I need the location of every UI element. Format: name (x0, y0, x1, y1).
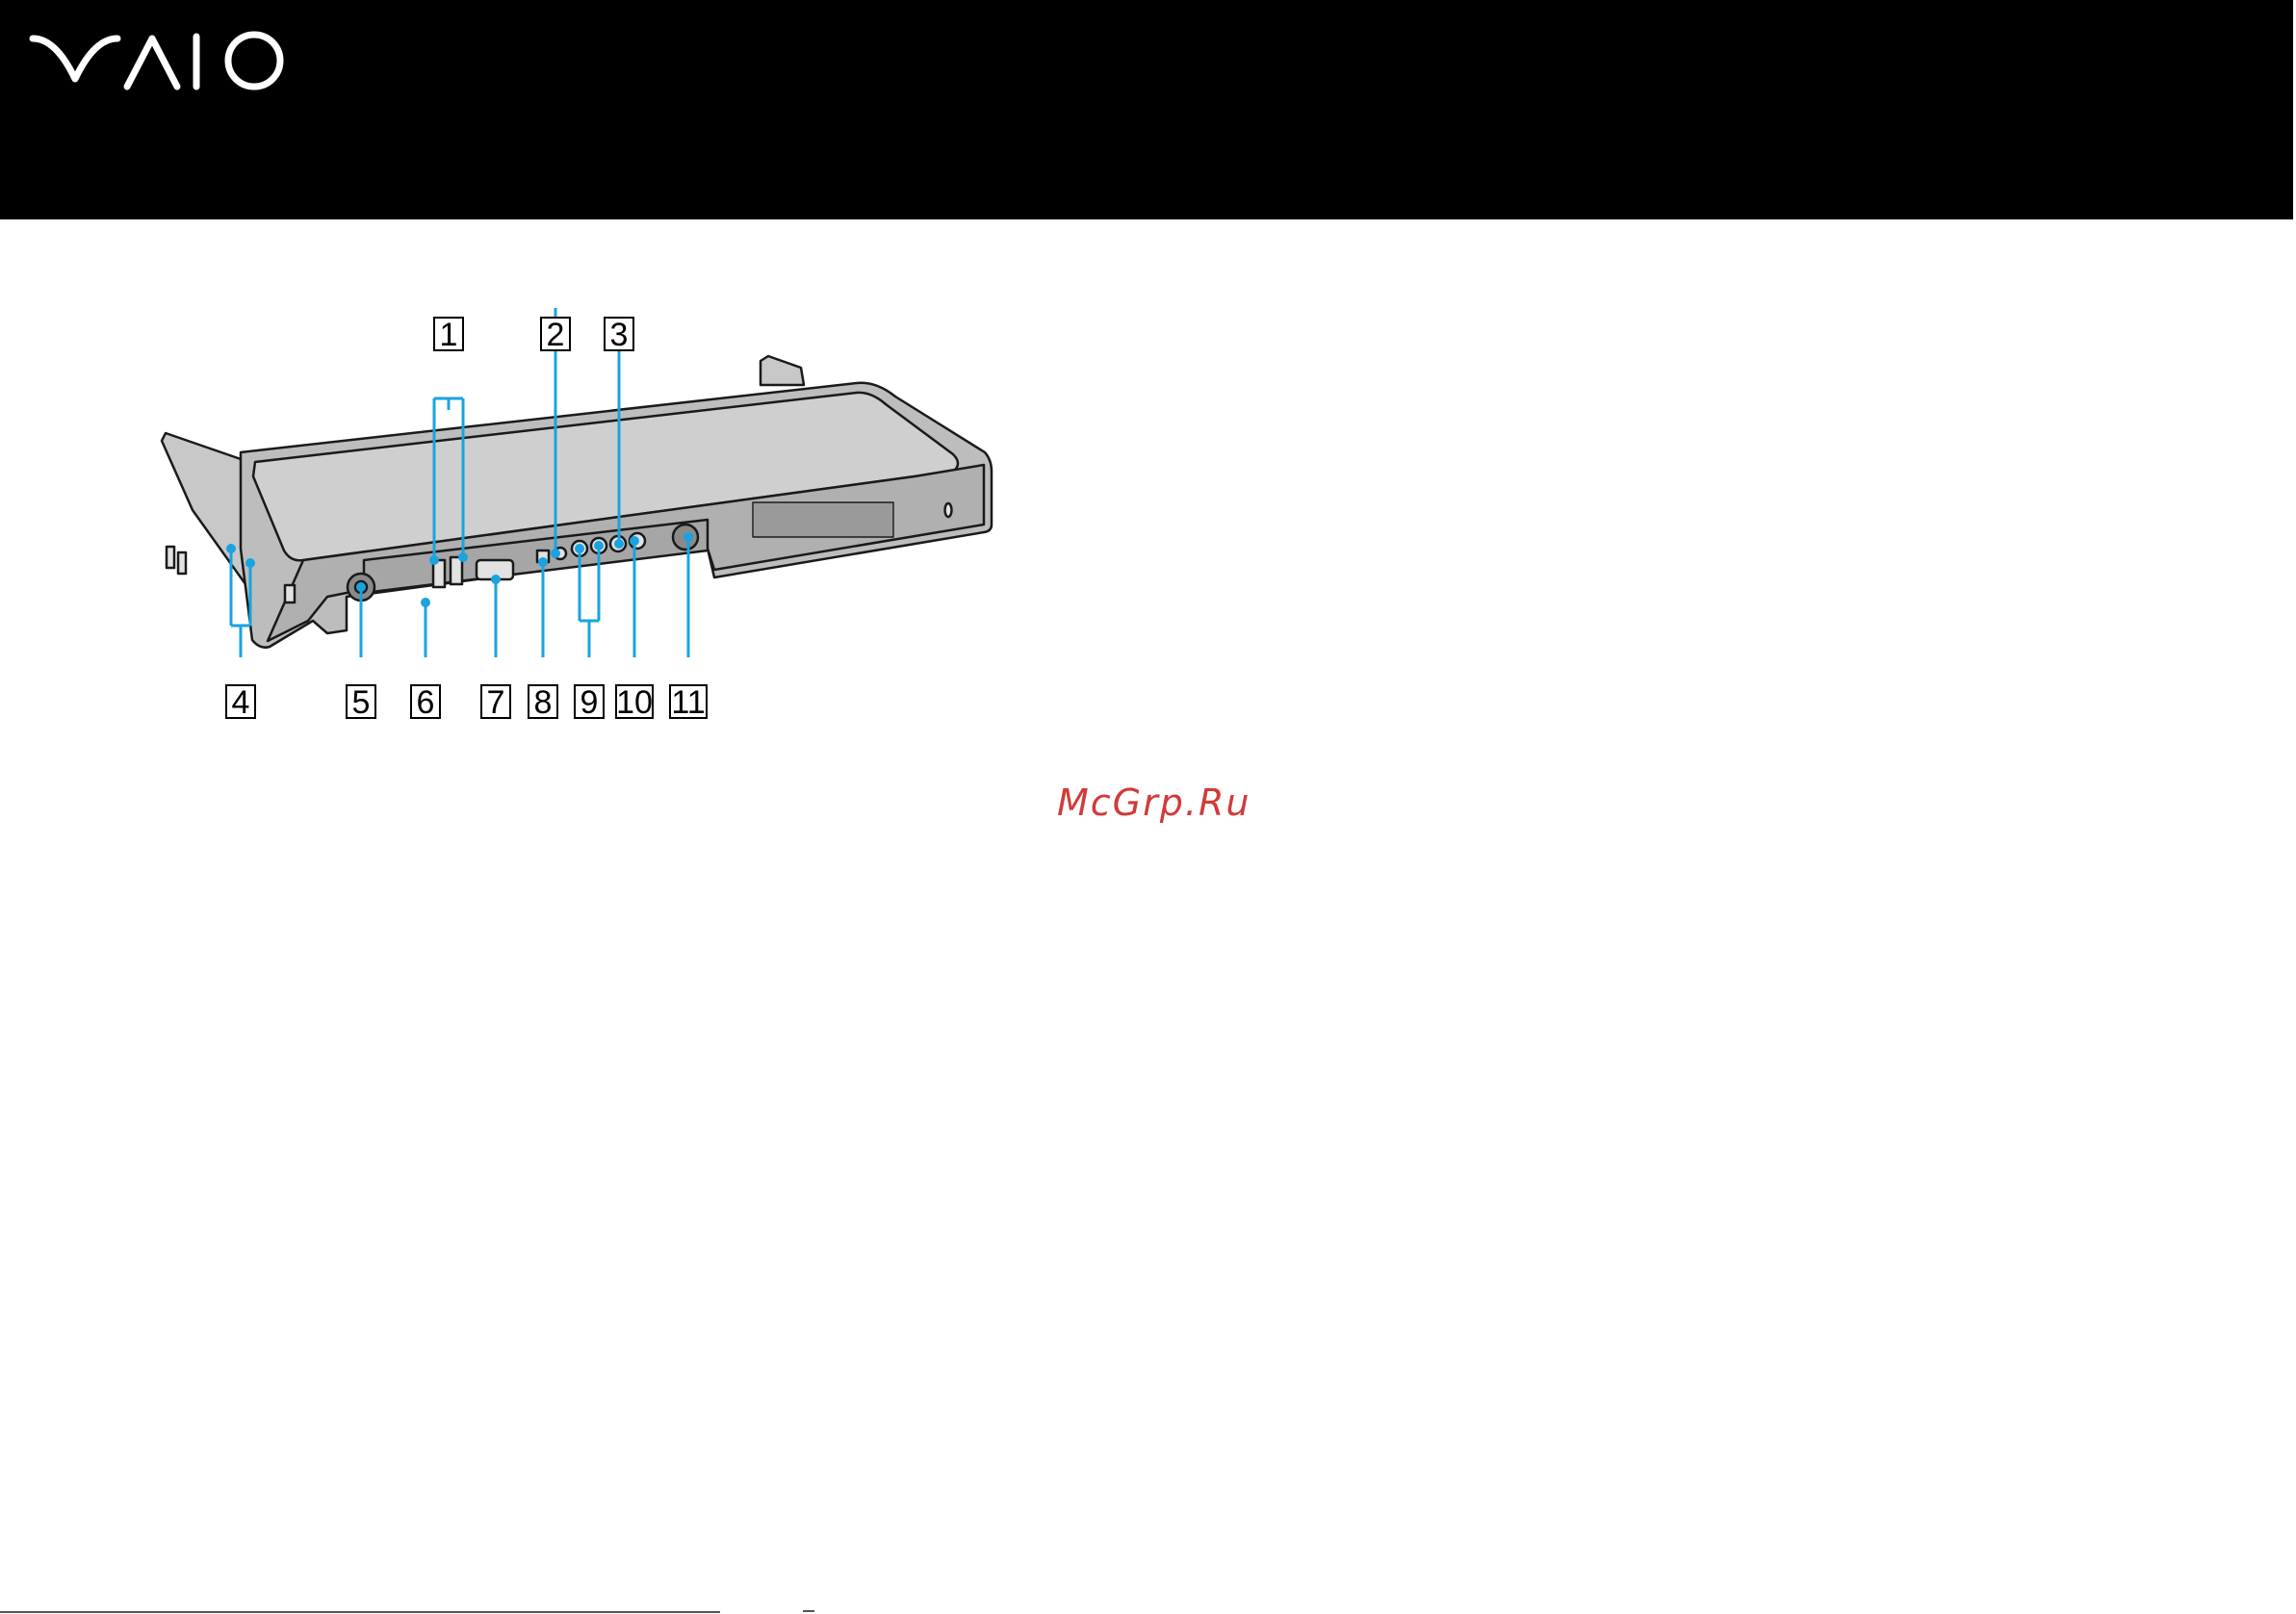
svg-text:8: 8 (534, 684, 553, 721)
svg-text:6: 6 (417, 684, 435, 721)
callout-8: 8 (529, 684, 557, 721)
callout-5: 5 (347, 684, 375, 721)
docking-station-diagram: 1 2 3 4 5 6 7 (144, 308, 1011, 731)
svg-text:7: 7 (487, 684, 505, 721)
svg-text:1: 1 (440, 317, 458, 353)
svg-text:10: 10 (616, 684, 653, 721)
callout-7: 7 (481, 684, 510, 721)
callout-6: 6 (411, 684, 440, 721)
svg-text:5: 5 (352, 684, 371, 721)
callout-4: 4 (226, 684, 255, 721)
callout-3: 3 (605, 317, 633, 353)
callout-10: 10 (616, 684, 653, 721)
vaio-logo (29, 29, 294, 91)
docking-station-body (162, 356, 992, 648)
svg-text:3: 3 (610, 317, 629, 353)
svg-text:11: 11 (671, 684, 705, 721)
svg-text:4: 4 (232, 684, 250, 721)
callout-11: 11 (670, 684, 707, 721)
callout-2: 2 (541, 317, 570, 353)
footer-rule (0, 1611, 720, 1613)
watermark-text: McGrp.Ru (1057, 781, 1251, 824)
svg-text:2: 2 (547, 317, 565, 353)
footer-tick (803, 1610, 814, 1612)
callout-9: 9 (575, 684, 604, 721)
svg-text:9: 9 (580, 684, 599, 721)
page-header (0, 0, 2293, 219)
callout-1: 1 (434, 317, 463, 353)
